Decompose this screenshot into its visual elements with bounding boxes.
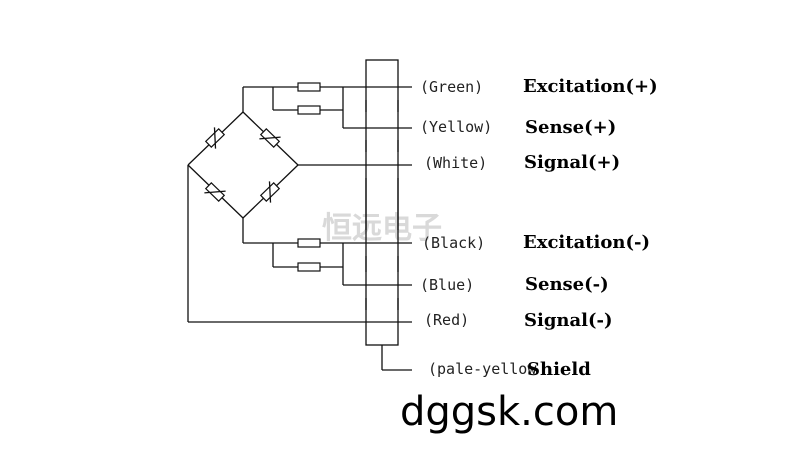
lead-function-sense-plus: Sense(+): [525, 117, 616, 138]
resistor-top-1: [297, 82, 321, 92]
lead-function-shield: Shield: [527, 359, 591, 380]
lead-color-green: (Green): [420, 78, 483, 96]
cable-connector: [365, 59, 399, 346]
lead-color-yellow: (Yellow): [420, 118, 492, 136]
strain-gauge-1: [204, 127, 226, 149]
lead-color-black: (Black): [422, 234, 485, 252]
lead-color-pale-yellow: (pale-yellow: [428, 360, 537, 378]
strain-gauge-4: [259, 181, 281, 203]
website-url: dggsk.com: [400, 389, 618, 435]
lead-function-signal-minus: Signal(-): [524, 310, 613, 331]
lead-function-excitation-minus: Excitation(-): [523, 232, 650, 253]
lead-function-signal-plus: Signal(+): [524, 152, 620, 173]
top-compensation-network: [242, 82, 412, 129]
lead-function-sense-minus: Sense(-): [525, 274, 609, 295]
strain-gauge-2: [259, 128, 281, 148]
resistor-top-2: [297, 105, 321, 115]
lead-color-blue: (Blue): [420, 276, 474, 294]
lead-color-white: (White): [424, 154, 487, 172]
strain-gauge-3: [204, 182, 226, 202]
shield-wire: [381, 345, 412, 371]
watermark: 恒远电子: [322, 211, 442, 246]
wheatstone-bridge: [187, 111, 299, 219]
resistor-bottom-1: [297, 238, 321, 248]
signal-minus-wire: [187, 165, 412, 323]
lead-color-red: (Red): [424, 311, 469, 329]
lead-function-excitation-plus: Excitation(+): [523, 76, 658, 97]
resistor-bottom-2: [297, 262, 321, 272]
